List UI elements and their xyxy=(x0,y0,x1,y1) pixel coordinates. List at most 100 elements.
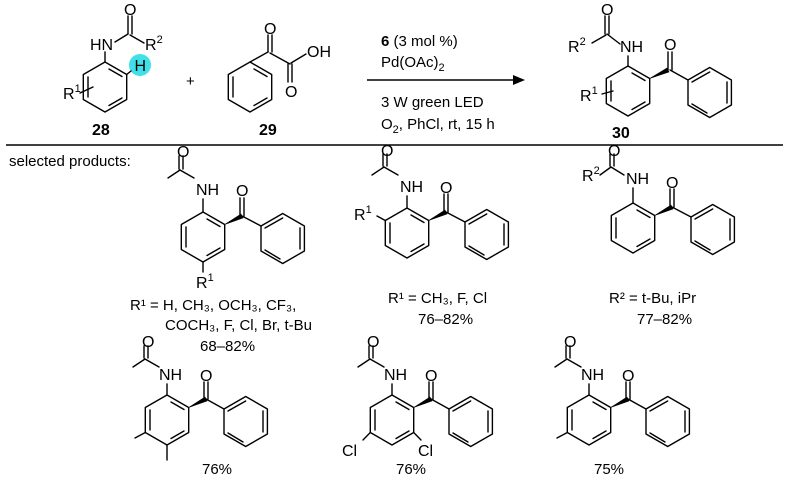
bond-n-c xyxy=(114,33,129,43)
solvent-line: O2, PhCl, rt, 15 h xyxy=(381,116,495,136)
product-3-structure: R2 O NH O xyxy=(582,143,736,256)
aromatic-bond xyxy=(636,238,651,248)
aromatic-bond xyxy=(253,68,268,78)
highlight-circle xyxy=(129,54,151,76)
benzene-ring xyxy=(566,394,612,446)
aromatic-bond xyxy=(694,240,711,251)
aromatic-bond xyxy=(108,68,123,78)
benzene-ring-29 xyxy=(227,61,273,113)
atom-nh: NH xyxy=(626,171,649,188)
compound-number-30: 30 xyxy=(612,125,630,142)
aromatic-bond xyxy=(108,97,123,107)
aromatic-bond xyxy=(264,217,284,229)
bond-c-n xyxy=(369,358,385,368)
bond-r1 xyxy=(376,215,386,222)
reaction-arrow xyxy=(367,75,525,85)
wedge-bond xyxy=(649,67,670,79)
aromatic-bond xyxy=(694,208,714,220)
atom-nh: NH xyxy=(159,367,182,384)
bond-ph-co xyxy=(249,51,269,63)
atom-o: O xyxy=(264,21,276,38)
product-2-substituents: R¹ = CH₃, F, Cl xyxy=(388,290,487,307)
aromatic-bond xyxy=(227,400,247,412)
aromatic-bond xyxy=(631,101,646,111)
methyl-bond xyxy=(556,431,568,439)
aromatic-bond xyxy=(468,245,485,256)
bond-co-ph xyxy=(430,398,450,410)
atom-h: H xyxy=(135,58,147,75)
bond-c-cl xyxy=(413,431,422,441)
compound-number-28: 28 xyxy=(92,122,110,139)
product-6-structure: O NH O xyxy=(554,334,691,448)
aromatic-bond xyxy=(395,430,410,440)
methyl-bond xyxy=(554,358,568,368)
atom-nh: NH xyxy=(384,367,407,384)
bond-co-ph xyxy=(669,69,689,81)
aromatic-bond xyxy=(410,214,425,224)
atom-r1: R1 xyxy=(196,272,214,292)
methyl-bond xyxy=(132,358,146,368)
palladium-line: Pd(OAc)2 xyxy=(381,54,445,74)
benzene-ring xyxy=(223,395,269,448)
aromatic-bond xyxy=(631,72,646,82)
benzene-ring xyxy=(610,202,656,254)
product-1-substituents-line2: COCH₃, F, Cl, Br, t-Bu xyxy=(165,317,312,334)
product-2-yield: 76–82% xyxy=(418,311,473,328)
atom-r2: R2 xyxy=(582,165,600,185)
benzene-ring xyxy=(260,212,306,265)
atom-o: O xyxy=(601,2,613,19)
bond-co-co xyxy=(269,52,291,65)
atom-o: O xyxy=(608,143,620,160)
benzene-ring-30b xyxy=(687,66,733,119)
benzene-ring xyxy=(384,207,430,259)
aromatic-bond xyxy=(636,209,651,219)
methyl-bond xyxy=(357,358,371,368)
bond-c-cl xyxy=(362,431,371,441)
aromatic-bond xyxy=(592,401,607,411)
benzene-ring xyxy=(464,208,510,261)
atom-o: O xyxy=(367,334,379,351)
product-3-substituents: R² = t-Bu, iPr xyxy=(609,290,696,307)
product-1-structure: O NH O R1 xyxy=(167,144,306,292)
reactant-28: O HN R2 R1 H 28 xyxy=(63,2,163,139)
methyl-bond xyxy=(371,166,385,176)
bond-r1 xyxy=(79,86,94,94)
aromatic-bond xyxy=(452,432,469,443)
aromatic-bond xyxy=(468,213,488,225)
arrow-head xyxy=(513,75,525,85)
bond-co-ph xyxy=(627,398,647,410)
atom-nh: NH xyxy=(581,367,604,384)
catalyst-line: 6 (3 mol %) xyxy=(381,33,458,50)
atom-cl: Cl xyxy=(342,443,357,460)
methyl-bond xyxy=(167,169,181,179)
product-1-yield: 68–82% xyxy=(200,338,255,355)
aromatic-bond xyxy=(649,400,669,412)
benzene-ring xyxy=(144,394,190,446)
selected-products-label: selected products: xyxy=(9,153,131,170)
bond-co-ph xyxy=(241,215,262,227)
aromatic-bond xyxy=(592,430,607,440)
compound-number-29: 29 xyxy=(259,122,277,139)
bond-c-n xyxy=(610,166,625,176)
bond-c-n xyxy=(179,169,195,179)
atom-o: O xyxy=(622,368,634,385)
aromatic-bond xyxy=(206,247,221,257)
benzene-ring xyxy=(369,394,415,446)
atom-hn: HN xyxy=(90,37,113,54)
atom-o: O xyxy=(142,334,154,351)
atom-oh: OH xyxy=(307,44,331,61)
atom-o: O xyxy=(200,368,212,385)
aromatic-bond xyxy=(170,401,185,411)
atom-r2: R2 xyxy=(568,36,586,56)
product-1-substituents-line1: R¹ = H, CH₃, OCH₃, CF₃, xyxy=(130,297,296,314)
atom-r1: R1 xyxy=(63,83,81,103)
reactant-29: O O OH 29 xyxy=(227,21,331,139)
bond-c-h xyxy=(125,70,132,76)
benzene-ring xyxy=(448,395,494,448)
atom-r1: R1 xyxy=(580,85,598,105)
bond-r1 xyxy=(601,90,614,95)
bond-n-c xyxy=(606,33,621,45)
aromatic-bond xyxy=(395,401,410,411)
atom-o: O xyxy=(381,143,393,160)
bond-c-r2 xyxy=(129,34,145,44)
